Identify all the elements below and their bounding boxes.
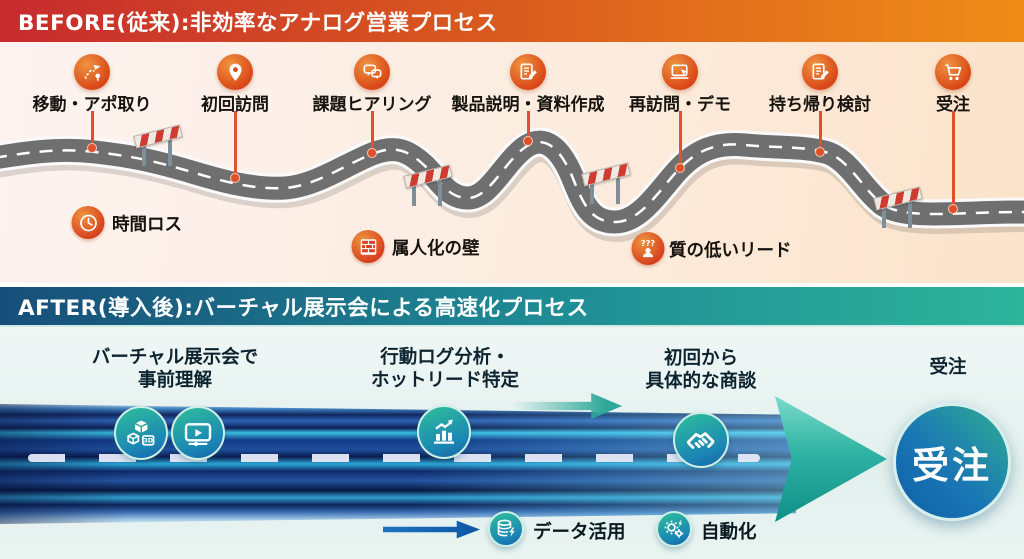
laptop-demo-icon bbox=[662, 54, 698, 90]
after-stage-label: 行動ログ分析・ ホットリード特定 bbox=[370, 347, 520, 391]
map-pin-icon bbox=[217, 54, 253, 90]
after-header-title: AFTER(導入後):バーチャル展示会による高速化プロセス bbox=[18, 295, 589, 321]
road-barrier bbox=[873, 186, 923, 232]
road-marker-dot bbox=[87, 143, 97, 153]
brick-wall-icon bbox=[351, 230, 385, 263]
before-step-label: 受注 bbox=[936, 95, 970, 115]
road-barrier bbox=[133, 124, 183, 170]
after-stage-label: 受注 bbox=[929, 357, 967, 378]
cart-icon bbox=[935, 54, 971, 90]
road-marker-dot bbox=[815, 147, 825, 157]
extra-label: データ活用 bbox=[533, 522, 626, 543]
order-goal-label: 受注 bbox=[912, 444, 992, 487]
chat-bubbles-icon bbox=[354, 54, 390, 90]
lane-dashes bbox=[28, 454, 760, 462]
video-player-icon bbox=[171, 406, 225, 460]
road-marker-dot bbox=[367, 148, 377, 158]
travel-route-icon bbox=[74, 54, 110, 90]
step-connector bbox=[91, 111, 94, 145]
after-header: AFTER(導入後):バーチャル展示会による高速化プロセス bbox=[0, 287, 1024, 327]
svg-text:???: ??? bbox=[641, 238, 655, 248]
before-step-label: 再訪問・デモ bbox=[629, 95, 731, 115]
step-connector bbox=[371, 111, 374, 150]
gears-icon bbox=[656, 511, 692, 547]
after-stage-label: 初回から 具体的な商談 bbox=[645, 348, 757, 392]
handshake-icon bbox=[673, 412, 729, 468]
road-barrier bbox=[581, 162, 631, 208]
document-review-icon bbox=[802, 54, 838, 90]
analytics-chart-icon bbox=[417, 405, 471, 459]
document-edit-icon bbox=[510, 54, 546, 90]
road-marker-dot bbox=[230, 173, 240, 183]
step-connector bbox=[679, 111, 682, 165]
problem-label: 質の低いリード bbox=[669, 241, 792, 261]
problem-label: 時間ロス bbox=[112, 215, 182, 235]
step-connector bbox=[527, 111, 530, 138]
order-goal-circle: 受注 bbox=[893, 403, 1011, 521]
before-header-title: BEFORE(従来):非効率なアナログ営業プロセス bbox=[18, 10, 498, 36]
before-step-label: 課題ヒアリング bbox=[312, 95, 432, 115]
road-barrier bbox=[403, 164, 453, 210]
virtual-booth-3d-icon: 3D bbox=[114, 406, 168, 460]
before-step-label: 製品説明・資料作成 bbox=[451, 95, 605, 115]
before-step-label: 持ち帰り検討 bbox=[769, 95, 871, 115]
road-marker-dot bbox=[675, 163, 685, 173]
clock-icon bbox=[71, 206, 105, 239]
step-connector bbox=[819, 111, 822, 149]
after-stage-label: バーチャル展示会で 事前理解 bbox=[91, 347, 259, 391]
before-step-label: 移動・アポ取り bbox=[32, 95, 152, 115]
step-connector bbox=[952, 111, 955, 206]
before-header: BEFORE(従来):非効率なアナログ営業プロセス bbox=[0, 0, 1024, 42]
before-step-label: 初回訪問 bbox=[201, 95, 269, 115]
svg-text:3D: 3D bbox=[143, 437, 153, 445]
road-marker-dot bbox=[948, 204, 958, 214]
database-icon bbox=[488, 511, 524, 547]
confused-lead-icon: ??? bbox=[631, 232, 665, 265]
extra-label: 自動化 bbox=[701, 522, 757, 543]
winding-road-graphic bbox=[0, 130, 1024, 243]
road-marker-dot bbox=[523, 136, 533, 146]
step-connector bbox=[234, 111, 237, 175]
problem-label: 属人化の壁 bbox=[392, 239, 480, 259]
